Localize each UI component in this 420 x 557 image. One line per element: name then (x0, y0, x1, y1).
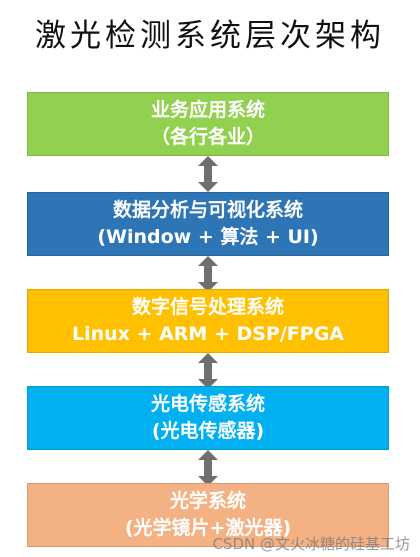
layer-business-application: 业务应用系统 （各行各业） (27, 92, 389, 156)
double-arrow-icon (198, 450, 218, 486)
layer-photoelectric-sensing: 光电传感系统 (光电传感器) (27, 386, 389, 450)
layer-data-analysis-visualization-detail: (Window + 算法 + UI) (97, 226, 319, 248)
layer-digital-signal-processing-detail: Linux + ARM + DSP/FPGA (72, 323, 344, 345)
layer-digital-signal-processing: 数字信号处理系统 Linux + ARM + DSP/FPGA (27, 289, 389, 353)
double-arrow-icon (198, 256, 218, 292)
watermark: CSDN @文火冰糖的硅基工坊 (212, 535, 410, 553)
layer-business-application-name: 业务应用系统 (150, 99, 265, 121)
diagram-title: 激光检测系统层次架构 (35, 18, 385, 54)
layer-optical-system-detail: (光学镜片+激光器) (124, 517, 292, 539)
layer-digital-signal-processing-name: 数字信号处理系统 (131, 296, 284, 318)
layer-data-analysis-visualization: 数据分析与可视化系统 (Window + 算法 + UI) (27, 192, 389, 256)
double-arrow-icon (198, 156, 218, 192)
layer-business-application-detail: （各行各业） (150, 126, 265, 148)
double-arrow-icon (198, 353, 218, 389)
layer-optical-system-name: 光学系统 (169, 490, 246, 512)
layer-data-analysis-visualization-name: 数据分析与可视化系统 (112, 199, 303, 221)
layer-photoelectric-sensing-detail: (光电传感器) (151, 420, 265, 442)
layer-photoelectric-sensing-name: 光电传感系统 (150, 393, 265, 415)
layer-optical-system: 光学系统 (光学镜片+激光器) (27, 483, 389, 547)
